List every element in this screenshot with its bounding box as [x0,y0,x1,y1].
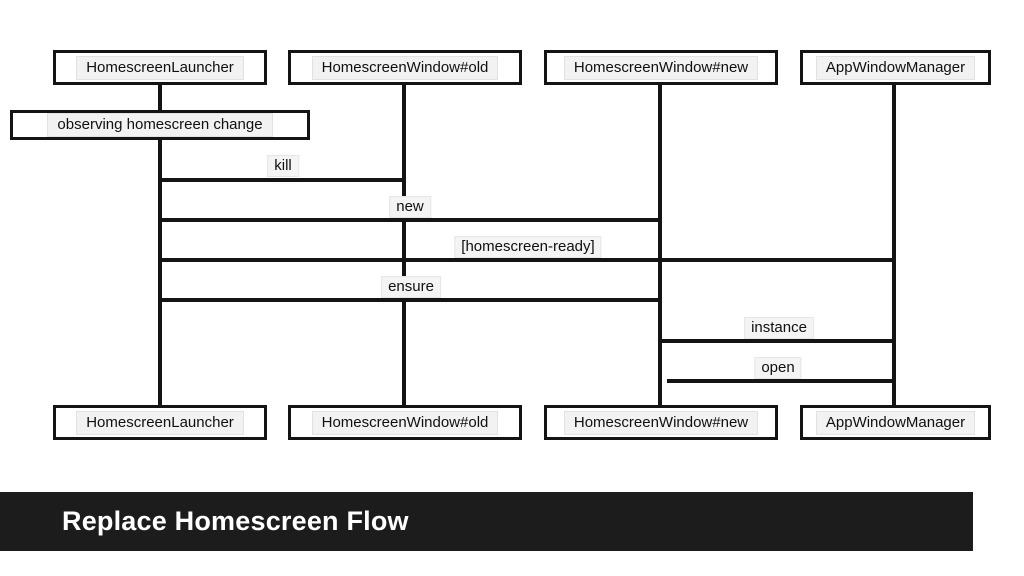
message-line-kill [160,178,404,182]
participant-label: AppWindowManager [815,55,976,80]
lifeline-homescreenwindow-new [658,80,662,410]
message-line-open [667,379,892,383]
message-line-instance [660,339,892,343]
participant-foot-homescreenlauncher[interactable]: HomescreenLauncher [53,405,267,440]
message-line-ensure [160,298,660,302]
message-line-new [160,218,660,222]
participant-head-homescreenlauncher[interactable]: HomescreenLauncher [53,50,267,85]
message-label-open: open [754,357,802,379]
message-label-ensure: ensure [381,276,441,298]
participant-head-homescreenwindow-new[interactable]: HomescreenWindow#new [544,50,778,85]
participant-head-homescreenwindow-old[interactable]: HomescreenWindow#old [288,50,522,85]
lifeline-homescreenwindow-old [402,80,406,410]
lifeline-appwindowmanager [892,80,896,410]
message-line-homescreen-ready [160,258,892,262]
participant-label: AppWindowManager [815,410,976,435]
message-label-kill: kill [267,155,299,177]
message-label-instance: instance [744,317,814,339]
participant-head-appwindowmanager[interactable]: AppWindowManager [800,50,991,85]
message-label-new: new [389,196,431,218]
note-label: observing homescreen change [47,113,273,137]
participant-label: HomescreenWindow#new [563,55,759,80]
page-title: Replace Homescreen Flow [62,506,409,536]
lifeline-homescreenlauncher [158,80,162,410]
participant-label: HomescreenWindow#old [311,55,499,80]
participant-label: HomescreenWindow#old [311,410,499,435]
participant-label: HomescreenLauncher [76,55,244,80]
participant-label: HomescreenWindow#new [563,410,759,435]
sequence-diagram: HomescreenLauncher HomescreenWindow#old … [10,50,991,440]
participant-label: HomescreenLauncher [76,410,244,435]
note-observing-homescreen-change[interactable]: observing homescreen change [10,110,310,140]
message-label-homescreen-ready: [homescreen-ready] [454,236,602,258]
title-bar: Replace Homescreen Flow [0,492,973,551]
participant-foot-homescreenwindow-old[interactable]: HomescreenWindow#old [288,405,522,440]
participant-foot-homescreenwindow-new[interactable]: HomescreenWindow#new [544,405,778,440]
participant-foot-appwindowmanager[interactable]: AppWindowManager [800,405,991,440]
